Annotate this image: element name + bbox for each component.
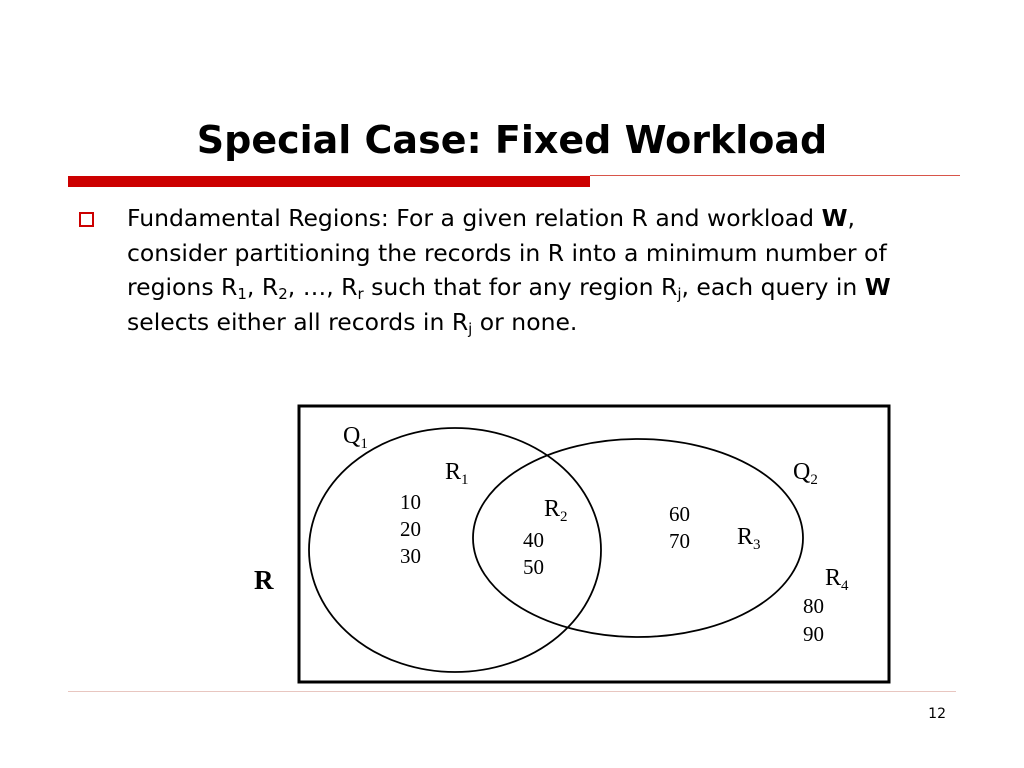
r1-label: R1 [445, 459, 469, 488]
r4-label: R4 [825, 565, 849, 594]
subscript: 1 [237, 285, 247, 303]
bullet-text: Fundamental Regions: For a given relatio… [127, 201, 947, 339]
relation-label: R [254, 565, 274, 595]
bullet-text-part: , …, R [287, 273, 358, 301]
record-value: 90 [803, 622, 824, 646]
record-value: 50 [523, 555, 544, 579]
q1-ellipse [308, 427, 602, 673]
subscript: j [677, 285, 682, 303]
page-number: 12 [928, 706, 946, 722]
venn-diagram: R Q1 Q2 R1 R2 R3 R4 10 20 30 40 50 60 70… [254, 404, 891, 684]
footer-divider [68, 691, 956, 692]
title-underline-thin [590, 175, 960, 176]
bullet-text-part: Fundamental Regions: For a given relatio… [127, 204, 822, 232]
record-value: 40 [523, 528, 544, 552]
bullet-text-part: , consider partitioning the records in R… [127, 204, 887, 301]
q2-label: Q2 [793, 459, 818, 488]
bullet-text-part: such that for any region R [363, 273, 678, 301]
record-value: 60 [669, 502, 690, 526]
record-value: 80 [803, 594, 824, 618]
hollow-square-icon [79, 212, 94, 227]
bullet-text-part: , each query in [681, 273, 865, 301]
record-value: 70 [669, 529, 690, 553]
record-value: 20 [400, 517, 421, 541]
r2-label: R2 [544, 496, 568, 525]
record-value: 30 [400, 544, 421, 568]
bullet-text-part: or none. [472, 307, 578, 336]
record-value: 10 [400, 490, 421, 514]
bullet-text-part: selects either all records in R [127, 307, 469, 336]
slide-title: Special Case: Fixed Workload [196, 118, 828, 162]
subscript: 2 [278, 285, 288, 303]
bullet-text-part: , R [246, 273, 279, 301]
q1-label: Q1 [343, 423, 368, 452]
relation-box [297, 404, 891, 684]
workload-symbol: W [821, 204, 848, 232]
workload-symbol: W [864, 273, 891, 301]
subscript: r [357, 285, 364, 303]
q2-ellipse [472, 438, 804, 638]
r3-label: R3 [737, 524, 761, 553]
title-underline-thick [68, 176, 590, 187]
subscript: j [468, 319, 473, 338]
